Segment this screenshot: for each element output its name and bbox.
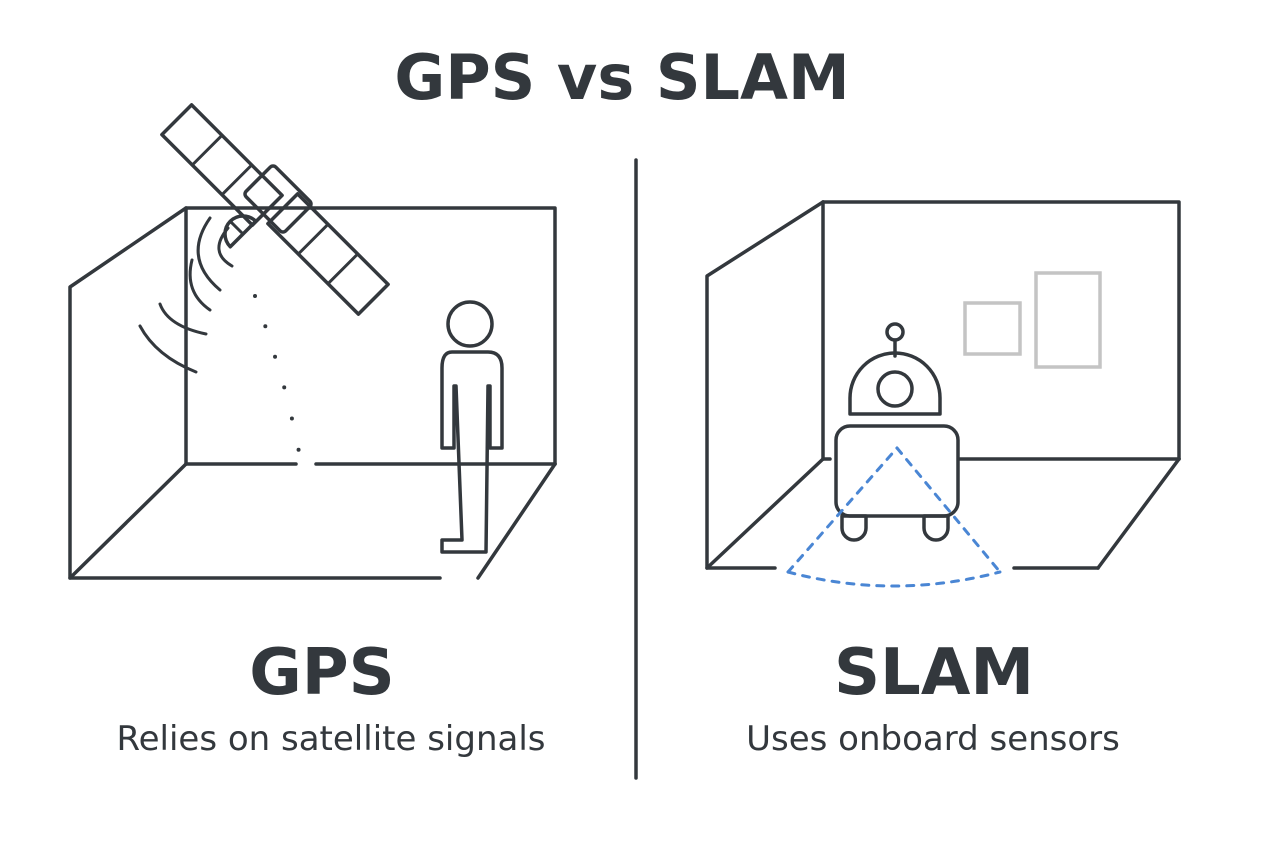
robot-icon	[834, 322, 960, 542]
slam-caption: Uses onboard sensors	[746, 719, 1120, 759]
page-title: GPS vs SLAM	[394, 41, 849, 114]
person-icon	[440, 300, 504, 554]
slam-room-icon	[705, 200, 1181, 570]
slam-heading: SLAM	[834, 636, 1034, 710]
gps-panel: GPS Relies on satellite signals	[68, 103, 557, 759]
gps-caption: Relies on satellite signals	[117, 719, 546, 759]
signal-path-dots	[253, 294, 304, 468]
gps-heading: GPS	[249, 636, 395, 710]
picture-frame-icon	[963, 271, 1102, 369]
sensor-scan-icon	[786, 446, 1002, 588]
satellite-icon	[160, 103, 390, 316]
signal-waves-icon	[138, 216, 234, 374]
slam-panel: SLAM Uses onboard sensors	[705, 200, 1181, 759]
gps-room-icon	[68, 206, 557, 580]
